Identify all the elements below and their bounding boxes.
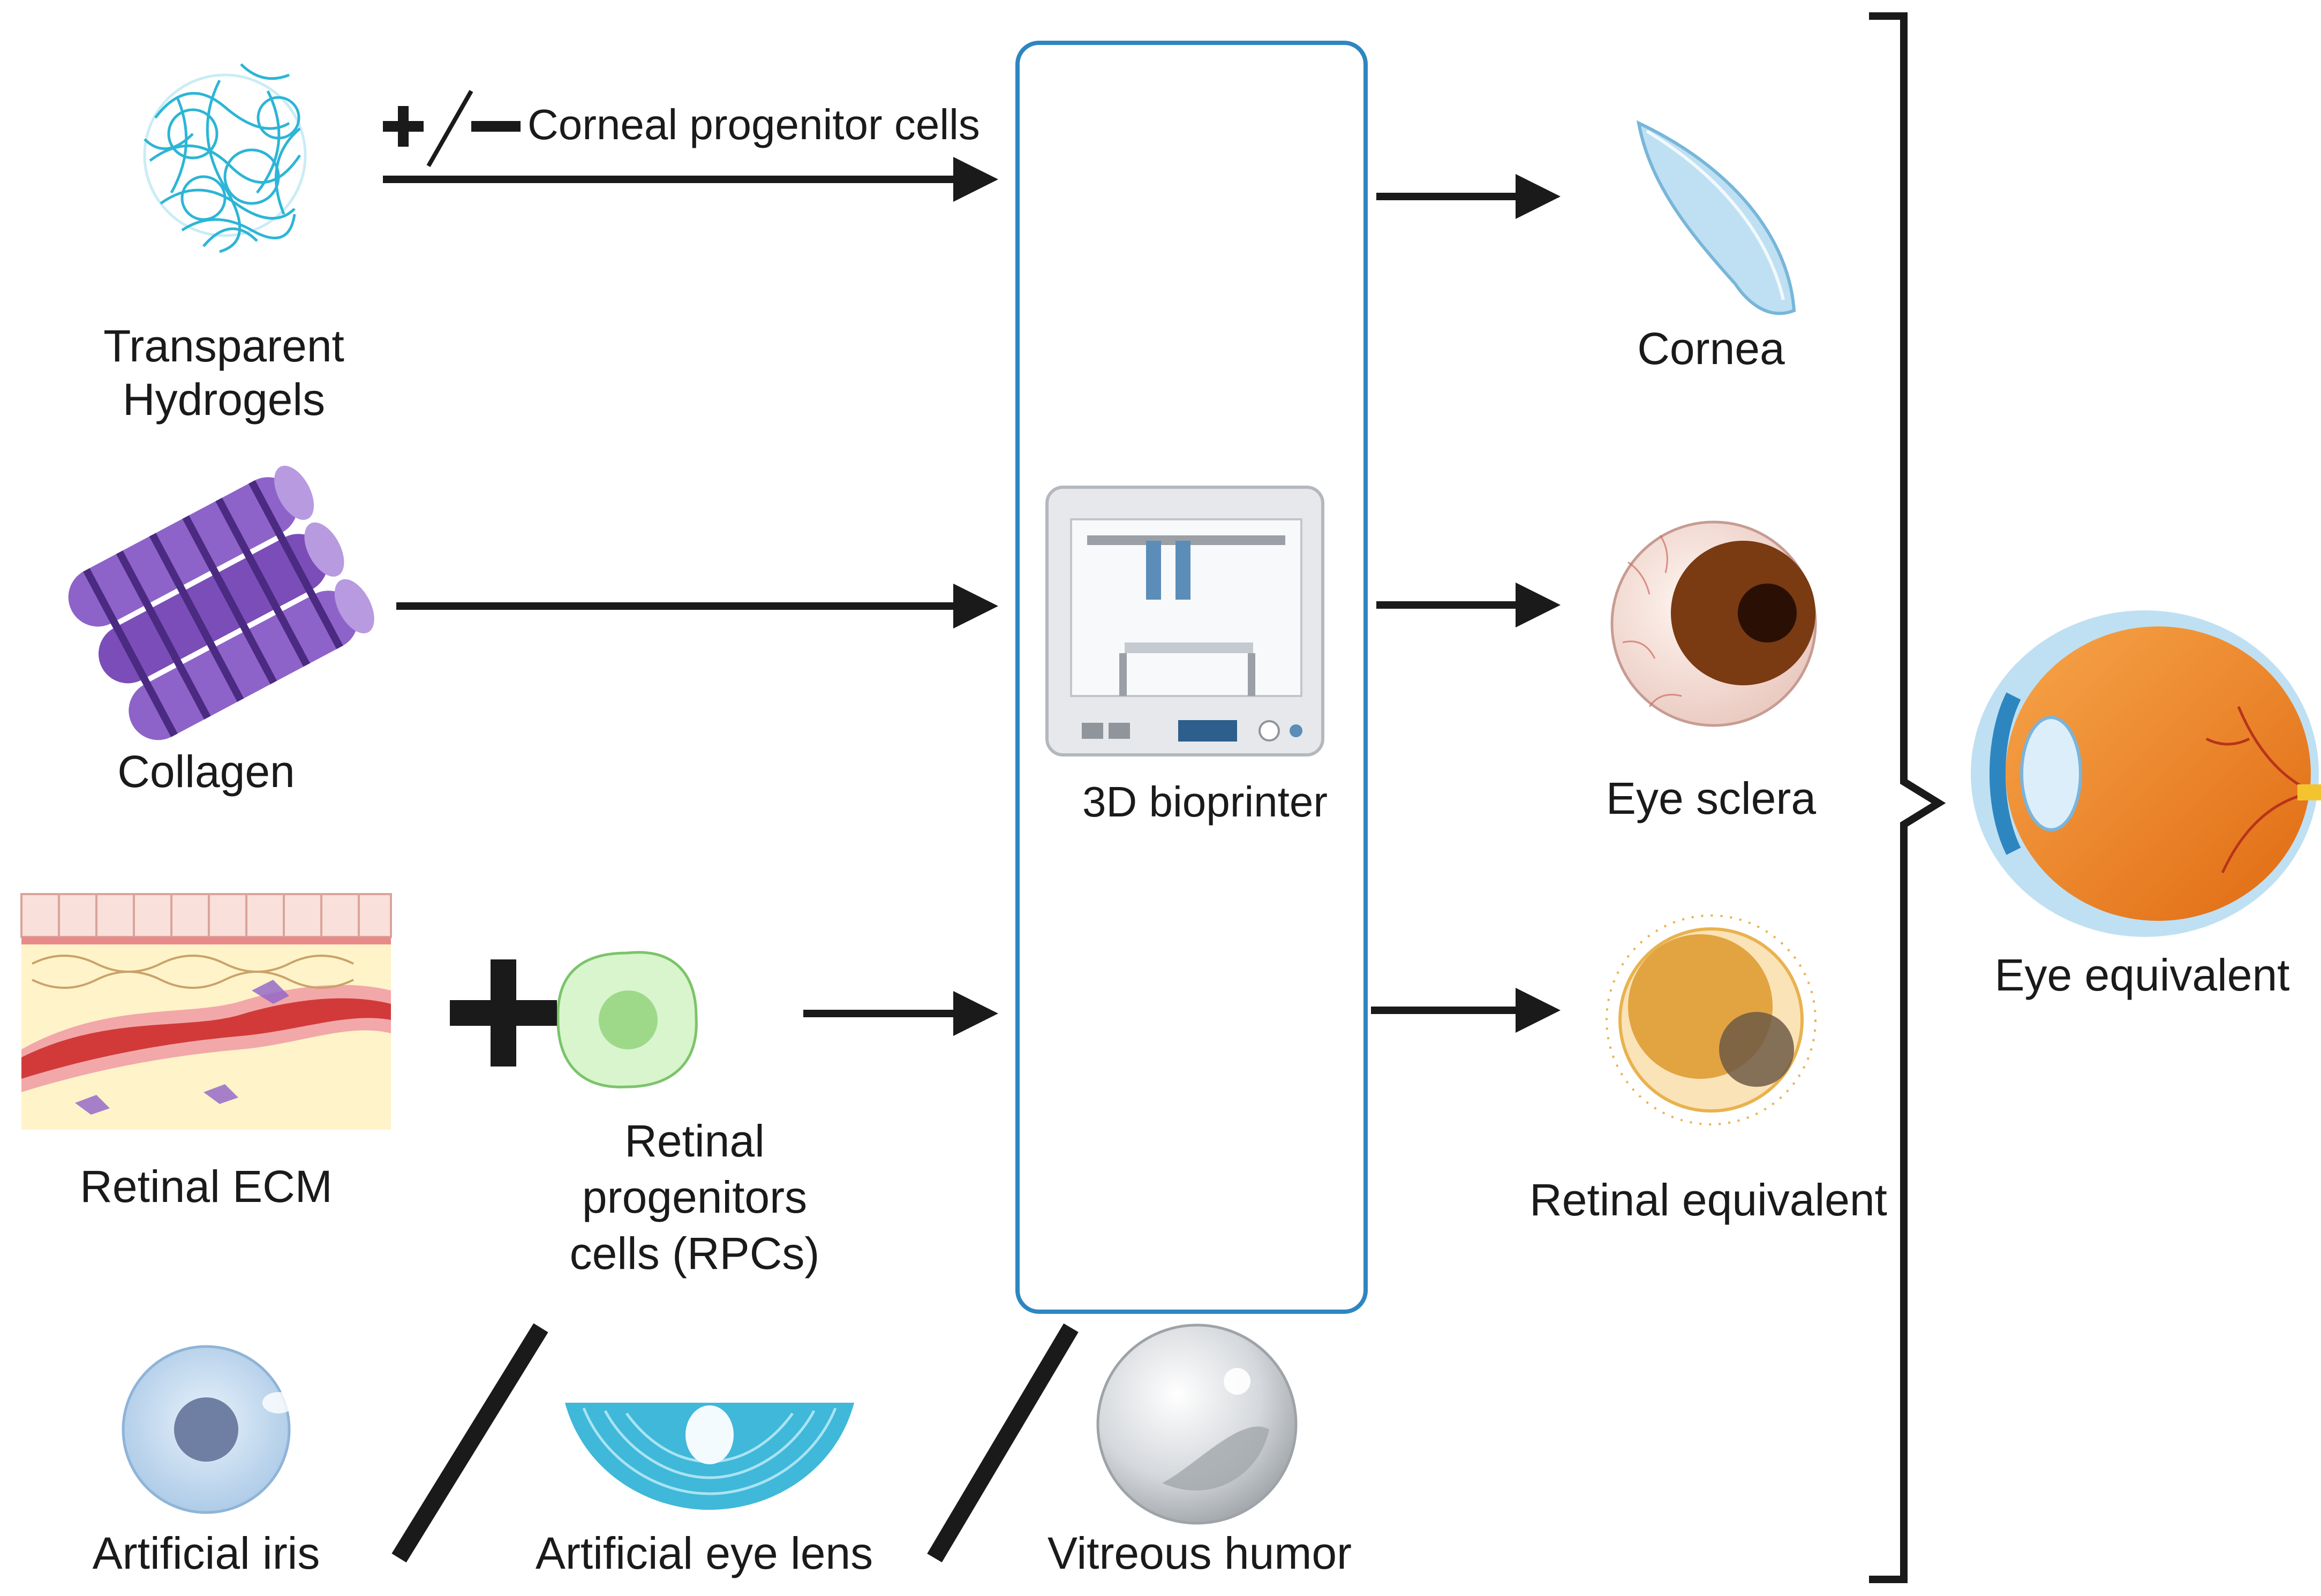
bioprinter-box	[1015, 41, 1368, 1314]
hydrogel-label-line2: Hydrogels	[123, 374, 325, 425]
collagen-icon	[68, 465, 374, 740]
cornea-icon	[1637, 120, 1796, 315]
retinal-equivalent-icon	[1606, 914, 1817, 1125]
rpc-cell-icon	[556, 951, 698, 1088]
plus-minus-icon	[383, 90, 521, 167]
hydrogel-label-line1: Transparent	[103, 321, 344, 371]
cornea-label: Cornea	[1637, 323, 1785, 374]
artificial-eye-lens-icon	[565, 1403, 854, 1510]
corneal-cells-label: Corneal progenitor cells	[528, 101, 980, 148]
retinal-equivalent-label: Retinal equivalent	[1529, 1175, 1887, 1225]
plus-icon	[450, 959, 557, 1066]
bracket	[1869, 12, 1946, 1583]
rpc-label-line3: cells (RPCs)	[570, 1228, 820, 1279]
vitreous-humor-label: Vitreous humor	[1048, 1528, 1352, 1578]
eye-equivalent-label: Eye equivalent	[1994, 950, 2289, 1000]
bottom-dividers	[391, 1323, 1079, 1563]
artificial-iris-label: Artificial iris	[93, 1528, 320, 1578]
vitreous-humor-icon	[1096, 1323, 1298, 1525]
eye-sclera-label: Eye sclera	[1606, 773, 1816, 823]
hydrogel-icon	[143, 63, 307, 253]
bioprinter-label: 3D bioprinter	[1082, 778, 1328, 826]
artificial-iris-icon	[122, 1345, 295, 1514]
input-arrows	[383, 157, 998, 1036]
rpc-label-line1: Retinal	[624, 1116, 764, 1166]
collagen-label: Collagen	[117, 746, 295, 797]
eye-equivalent-icon	[1971, 610, 2321, 937]
retinal-ecm-label: Retinal ECM	[80, 1161, 332, 1212]
rpc-label-line2: progenitors	[582, 1172, 807, 1222]
bioprinter-icon	[1045, 486, 1324, 757]
artificial-eye-lens-label: Artificial eye lens	[536, 1528, 873, 1578]
output-arrows	[1371, 174, 1561, 1033]
retinal-ecm-icon	[20, 893, 392, 1130]
eye-sclera-icon	[1610, 520, 1817, 727]
